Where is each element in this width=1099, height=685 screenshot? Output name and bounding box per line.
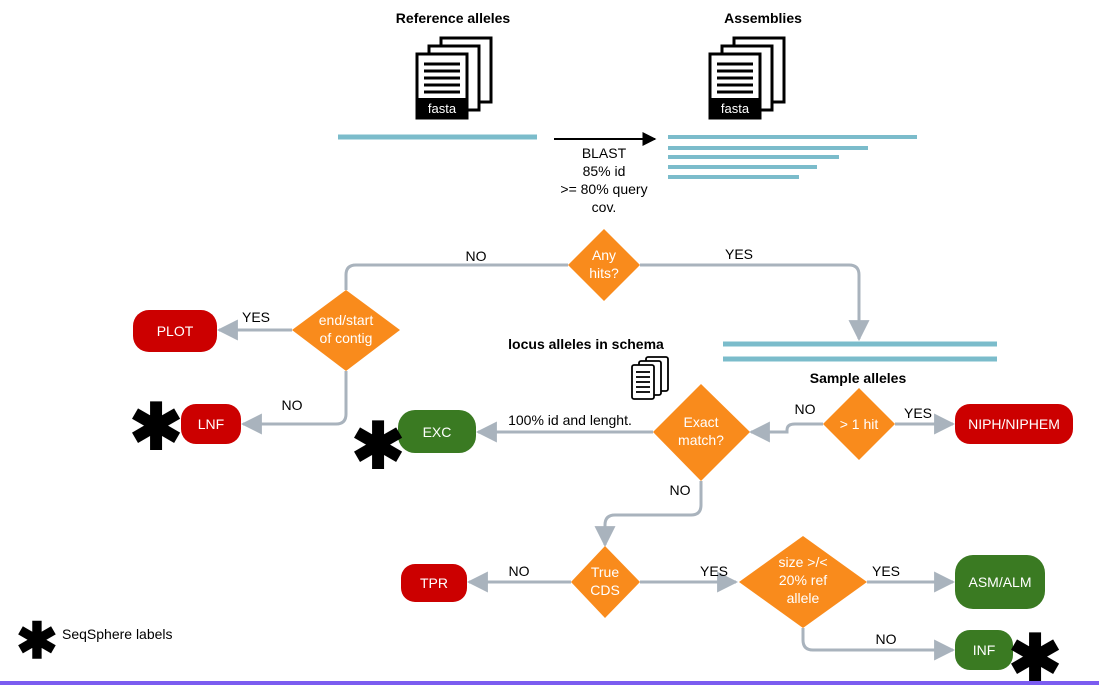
decision-end-start-contig: end/start of contig	[292, 290, 400, 371]
label-no-tpr: NO	[509, 563, 530, 579]
outcome-niph-niphem: NIPH/NIPHEM	[955, 404, 1073, 444]
decision-text: Any	[592, 247, 616, 263]
outcome-label: NIPH/NIPHEM	[968, 416, 1060, 432]
label-yes-asm: YES	[872, 563, 900, 579]
decision-text: 20% ref	[779, 572, 827, 588]
bottom-border	[0, 681, 1099, 685]
label-yes-any-hits: YES	[725, 246, 753, 262]
asterisk-icon: ✱	[129, 391, 183, 463]
decision-text: allele	[787, 590, 820, 606]
decision-text: end/start	[319, 312, 374, 328]
decision-more-than-one-hit: > 1 hit	[823, 388, 895, 460]
connector-yes-any-hits	[640, 263, 870, 342]
connector-hit-to-exact	[748, 421, 823, 443]
outcome-lnf: LNF	[181, 404, 241, 444]
legend-text: SeqSphere labels	[62, 626, 173, 642]
asterisk-icon: ✱	[1008, 622, 1062, 685]
outcome-label: PLOT	[157, 323, 194, 339]
outcome-asm-alm: ASM/ALM	[955, 555, 1045, 609]
decision-size-ref-allele: size >/< 20% ref allele	[739, 536, 867, 628]
decision-text: match?	[678, 432, 724, 448]
outcome-label: INF	[973, 642, 996, 658]
sample-allele-lines	[723, 341, 997, 362]
decision-exact-match: Exact match?	[653, 384, 750, 481]
label-no-exact: NO	[670, 482, 691, 498]
assembly-sequence-lines	[668, 135, 917, 179]
assemblies-title: Assemblies	[724, 10, 802, 26]
schema-document-icon	[631, 356, 669, 400]
decision-text: hits?	[589, 265, 619, 281]
outcome-plot: PLOT	[133, 310, 217, 352]
locus-alleles-label: locus alleles in schema	[508, 336, 664, 352]
reference-alleles-title: Reference alleles	[396, 10, 511, 26]
decision-text: > 1 hit	[840, 416, 879, 432]
label-yes-plot: YES	[242, 309, 270, 325]
decision-text: True	[591, 564, 619, 580]
label-no-hit: NO	[795, 401, 816, 417]
connector-no-exact	[594, 481, 703, 548]
outcome-label: EXC	[423, 424, 452, 440]
decision-text: CDS	[590, 582, 620, 598]
outcome-tpr: TPR	[401, 564, 467, 602]
label-no-inf: NO	[876, 631, 897, 647]
label-no-any-hits: NO	[466, 248, 487, 264]
decision-text: of contig	[320, 330, 373, 346]
decision-any-hits: Any hits?	[568, 229, 640, 301]
assemblies-fasta-icon: fasta	[708, 36, 786, 120]
blast-identity: 85% id	[583, 163, 626, 179]
outcome-exc: EXC	[398, 410, 476, 453]
fasta-label: fasta	[721, 101, 750, 116]
asterisk-icon: ✱	[16, 613, 58, 669]
label-no-lnf: NO	[282, 397, 303, 413]
label-exc-condition: 100% id and lenght.	[508, 412, 632, 428]
blast-query-coverage: >= 80% query	[560, 181, 647, 197]
outcome-label: LNF	[198, 416, 224, 432]
outcome-label: ASM/ALM	[968, 574, 1031, 590]
connector-no-any-hits	[344, 263, 568, 290]
fasta-label: fasta	[428, 101, 457, 116]
decision-true-cds: True CDS	[571, 546, 640, 618]
legend: ✱ SeqSphere labels	[16, 613, 172, 669]
reference-fasta-icon: fasta	[415, 36, 493, 120]
blast-label: BLAST	[582, 145, 627, 161]
outcome-inf: INF	[955, 630, 1013, 670]
asterisk-icon: ✱	[351, 410, 405, 482]
connector-no-lnf	[240, 371, 348, 435]
decision-text: size >/<	[778, 554, 827, 570]
blast-coverage-suffix: cov.	[592, 199, 617, 215]
label-yes-cds: YES	[700, 563, 728, 579]
outcome-label: TPR	[420, 575, 448, 591]
sample-alleles-label: Sample alleles	[810, 370, 907, 386]
connector-no-inf	[801, 628, 956, 661]
label-yes-hit: YES	[904, 405, 932, 421]
decision-text: Exact	[683, 414, 718, 430]
